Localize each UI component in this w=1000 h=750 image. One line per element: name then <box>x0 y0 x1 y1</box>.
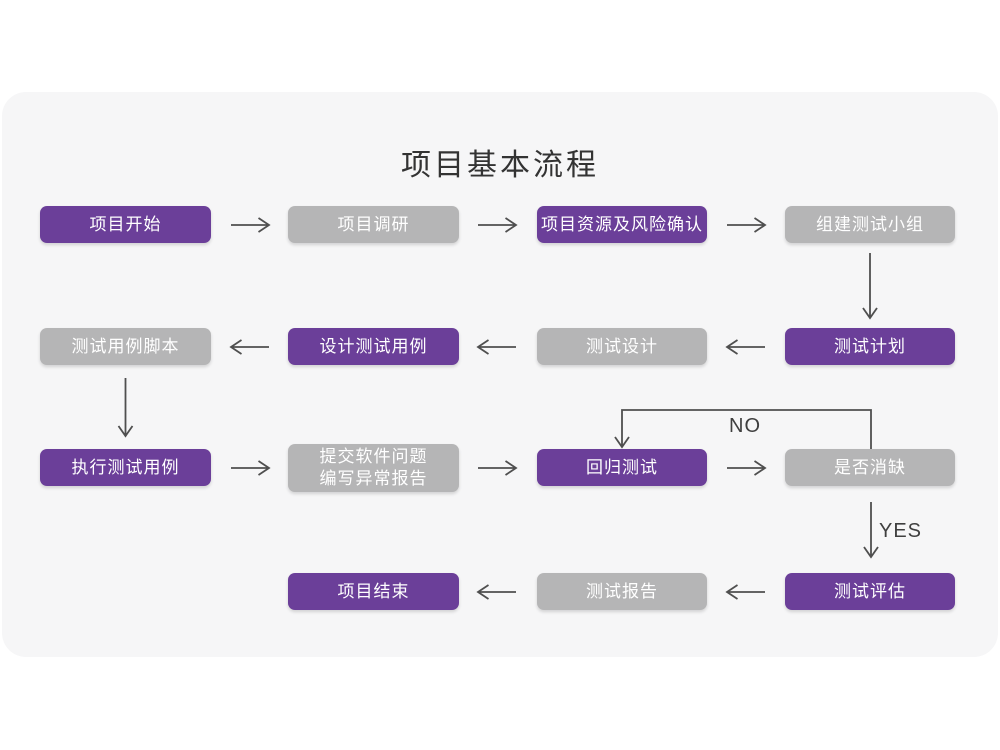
edge-label-yes: YES <box>879 520 923 542</box>
flow-node-build-team: 组建测试小组 <box>785 206 955 243</box>
flow-node-resource-risk: 项目资源及风险确认 <box>537 206 707 243</box>
flow-node-project-research: 项目调研 <box>288 206 459 243</box>
flow-node-execute-cases: 执行测试用例 <box>40 449 211 486</box>
flow-node-regression-test: 回归测试 <box>537 449 707 486</box>
flow-node-design-cases: 设计测试用例 <box>288 328 459 365</box>
flow-node-project-end: 项目结束 <box>288 573 459 610</box>
flowchart-card <box>2 92 998 657</box>
edge-label-no: NO <box>729 415 761 437</box>
flow-node-defect-cleared: 是否消缺 <box>785 449 955 486</box>
flow-node-test-design: 测试设计 <box>537 328 707 365</box>
flow-node-test-plan: 测试计划 <box>785 328 955 365</box>
diagram-title: 项目基本流程 <box>401 149 599 182</box>
flow-node-test-report: 测试报告 <box>537 573 707 610</box>
flow-node-case-scripts: 测试用例脚本 <box>40 328 211 365</box>
flow-node-submit-issues: 提交软件问题 编写异常报告 <box>288 444 459 492</box>
flow-node-test-evaluation: 测试评估 <box>785 573 955 610</box>
flow-node-project-start: 项目开始 <box>40 206 211 243</box>
